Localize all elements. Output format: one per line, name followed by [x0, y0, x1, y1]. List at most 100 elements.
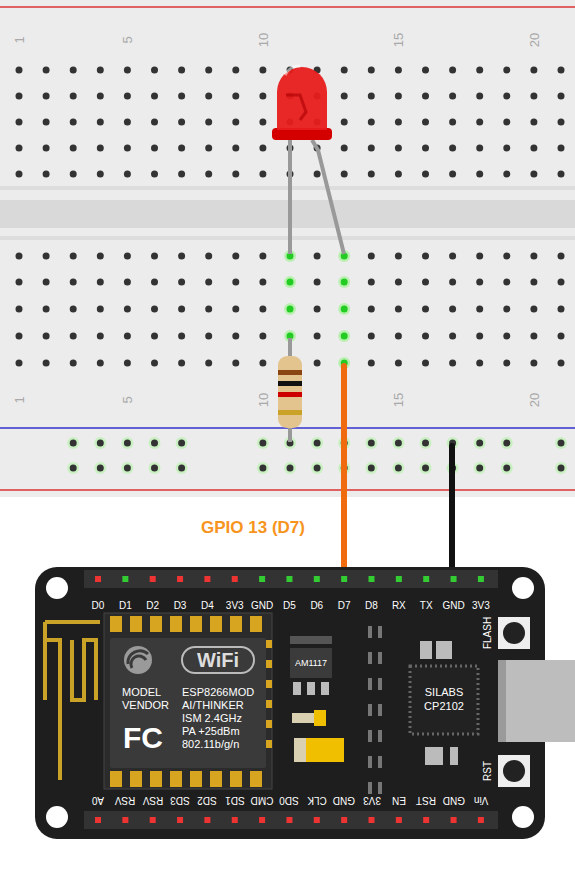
- hole-glow: [474, 437, 486, 449]
- pin: [478, 576, 484, 582]
- hole: [70, 253, 77, 260]
- module-text: PA +25dBm: [182, 726, 240, 737]
- hole: [449, 279, 456, 286]
- pin: [150, 817, 156, 823]
- hole-glow: [365, 437, 377, 449]
- hole: [314, 360, 321, 367]
- hole: [259, 465, 266, 472]
- pin-name: GND: [251, 601, 273, 611]
- smd: [368, 756, 372, 768]
- hole: [43, 93, 50, 100]
- hole: [16, 67, 23, 74]
- hole: [70, 333, 77, 340]
- hole: [422, 253, 429, 260]
- hole: [422, 145, 429, 152]
- breadboard-holes: [16, 67, 568, 475]
- hole: [341, 171, 348, 178]
- hole: [422, 333, 429, 340]
- hole: [259, 360, 266, 367]
- hole: [476, 253, 483, 260]
- hole: [449, 171, 456, 178]
- hole: [232, 360, 239, 367]
- hole-glow: [257, 462, 269, 474]
- hole: [449, 333, 456, 340]
- hole: [124, 360, 131, 367]
- hole: [43, 306, 50, 313]
- hole: [178, 253, 185, 260]
- smd: [378, 626, 382, 638]
- smd: [378, 730, 382, 742]
- hole: [232, 93, 239, 100]
- hole: [232, 306, 239, 313]
- hole: [151, 440, 158, 447]
- hole: [97, 440, 104, 447]
- pin: [177, 576, 183, 582]
- hole-glow: [284, 303, 296, 315]
- hole: [449, 306, 456, 313]
- hole: [476, 145, 483, 152]
- pad: [190, 616, 202, 632]
- pin: [259, 817, 265, 823]
- hole: [368, 306, 375, 313]
- pin: [396, 817, 402, 823]
- hole: [341, 279, 348, 286]
- hole: [178, 360, 185, 367]
- column-number: 15: [392, 33, 405, 47]
- pin: [122, 576, 128, 582]
- hole: [259, 253, 266, 260]
- pin-name: GND: [333, 795, 355, 805]
- chip-name: CP2102: [424, 701, 464, 712]
- pin: [314, 817, 320, 823]
- hole: [97, 306, 104, 313]
- pin-name: CLK: [307, 795, 326, 805]
- hole: [395, 333, 402, 340]
- hole: [476, 279, 483, 286]
- pin: [204, 817, 210, 823]
- hole: [449, 67, 456, 74]
- hole: [422, 67, 429, 74]
- hole-glow: [121, 462, 133, 474]
- pin-name: RSV: [142, 795, 163, 805]
- hole: [368, 93, 375, 100]
- hole: [476, 333, 483, 340]
- hole: [503, 306, 510, 313]
- hole: [558, 440, 565, 447]
- chip-name: SILABS: [425, 687, 464, 698]
- hole: [476, 67, 483, 74]
- hole: [503, 465, 510, 472]
- hole: [124, 145, 131, 152]
- hole-glow: [149, 462, 161, 474]
- hole: [232, 67, 239, 74]
- hole: [341, 93, 348, 100]
- hole-glow: [338, 303, 350, 315]
- module-text: ISM 2.4GHz: [182, 713, 242, 724]
- pin-name: 3V3: [472, 601, 490, 611]
- hole: [503, 119, 510, 126]
- hole: [530, 306, 537, 313]
- hole: [124, 93, 131, 100]
- pin-name: 3V3: [363, 795, 381, 805]
- hole: [259, 306, 266, 313]
- hole: [368, 279, 375, 286]
- hole: [205, 145, 212, 152]
- hole: [530, 333, 537, 340]
- hole: [368, 145, 375, 152]
- hole: [151, 333, 158, 340]
- hole: [151, 145, 158, 152]
- hole: [151, 360, 158, 367]
- hole: [558, 360, 565, 367]
- hole: [259, 67, 266, 74]
- pin: [478, 817, 484, 823]
- pin-name: D5: [283, 601, 296, 611]
- hole: [124, 333, 131, 340]
- hole: [314, 333, 321, 340]
- hole: [530, 145, 537, 152]
- resistor-symbol: [278, 338, 302, 442]
- hole-glow: [501, 462, 513, 474]
- hole: [205, 119, 212, 126]
- pad: [170, 616, 182, 632]
- hole-glow: [149, 437, 161, 449]
- hole-glow: [94, 462, 106, 474]
- hole: [314, 279, 321, 286]
